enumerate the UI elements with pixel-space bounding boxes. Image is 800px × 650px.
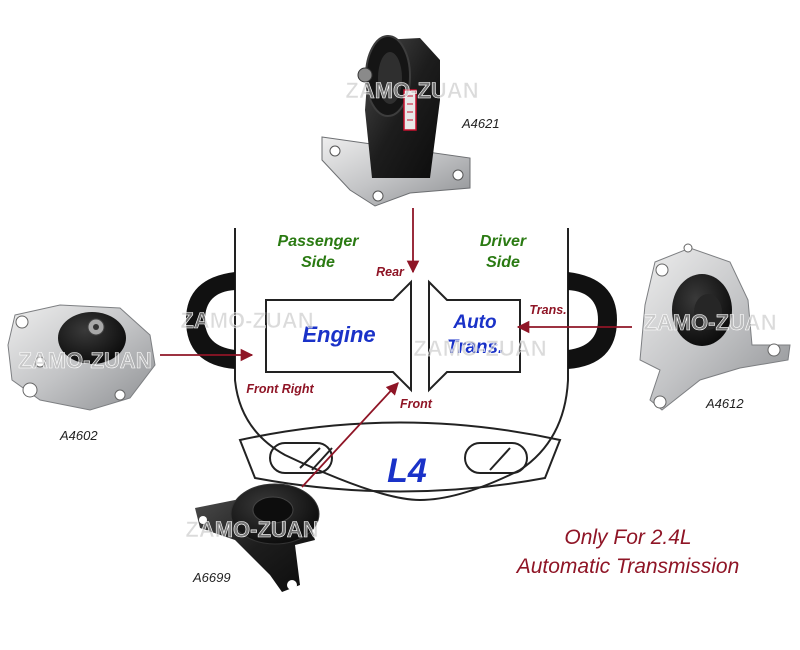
transmission-label-line1: Auto [452,312,496,333]
watermark-center-left: ZAMO-ZUAN [180,308,313,333]
watermark-top: ZAMO-ZUAN [345,78,478,103]
engine-block [265,279,412,393]
passenger-side-label-line1: Passenger [278,233,360,250]
front-position-label: Front [400,397,433,411]
watermark-right: ZAMO-ZUAN [643,310,776,335]
mount-arrows [160,208,632,488]
rear-mount-photo [321,35,471,207]
part-code-front: A6699 [192,570,231,585]
engine-label: Engine [302,322,375,347]
rear-position-label: Rear [376,265,405,279]
transmission-mount-photo [639,243,791,411]
watermark-bottom: ZAMO-ZUAN [185,517,318,542]
note-line1: Only For 2.4L [564,526,691,549]
trans-position-label: Trans. [529,303,566,317]
front-right-position-label: Front Right [246,382,314,396]
front-right-mount-photo [7,304,156,411]
watermark-center: ZAMO-ZUAN [413,336,546,361]
transmission-label-line2: Trans. [447,337,504,358]
engine-code-label: L4 [387,452,427,490]
passenger-side-label-line2: Side [301,254,335,271]
engine-bay-outline [234,228,569,502]
transmission-block [428,279,521,393]
right-fender-arc [568,272,617,369]
driver-side-label-line2: Side [486,254,520,271]
part-code-rear: A4621 [461,116,500,131]
front-arrow [301,382,399,488]
driver-side-label-line1: Driver [480,233,527,250]
left-fender-arc [186,272,235,369]
watermark-left: ZAMO-ZUAN [18,348,151,373]
front-mount-photo [195,483,320,592]
note-line2: Automatic Transmission [515,555,740,578]
part-code-front-right: A4602 [59,428,98,443]
part-code-trans: A4612 [705,396,744,411]
